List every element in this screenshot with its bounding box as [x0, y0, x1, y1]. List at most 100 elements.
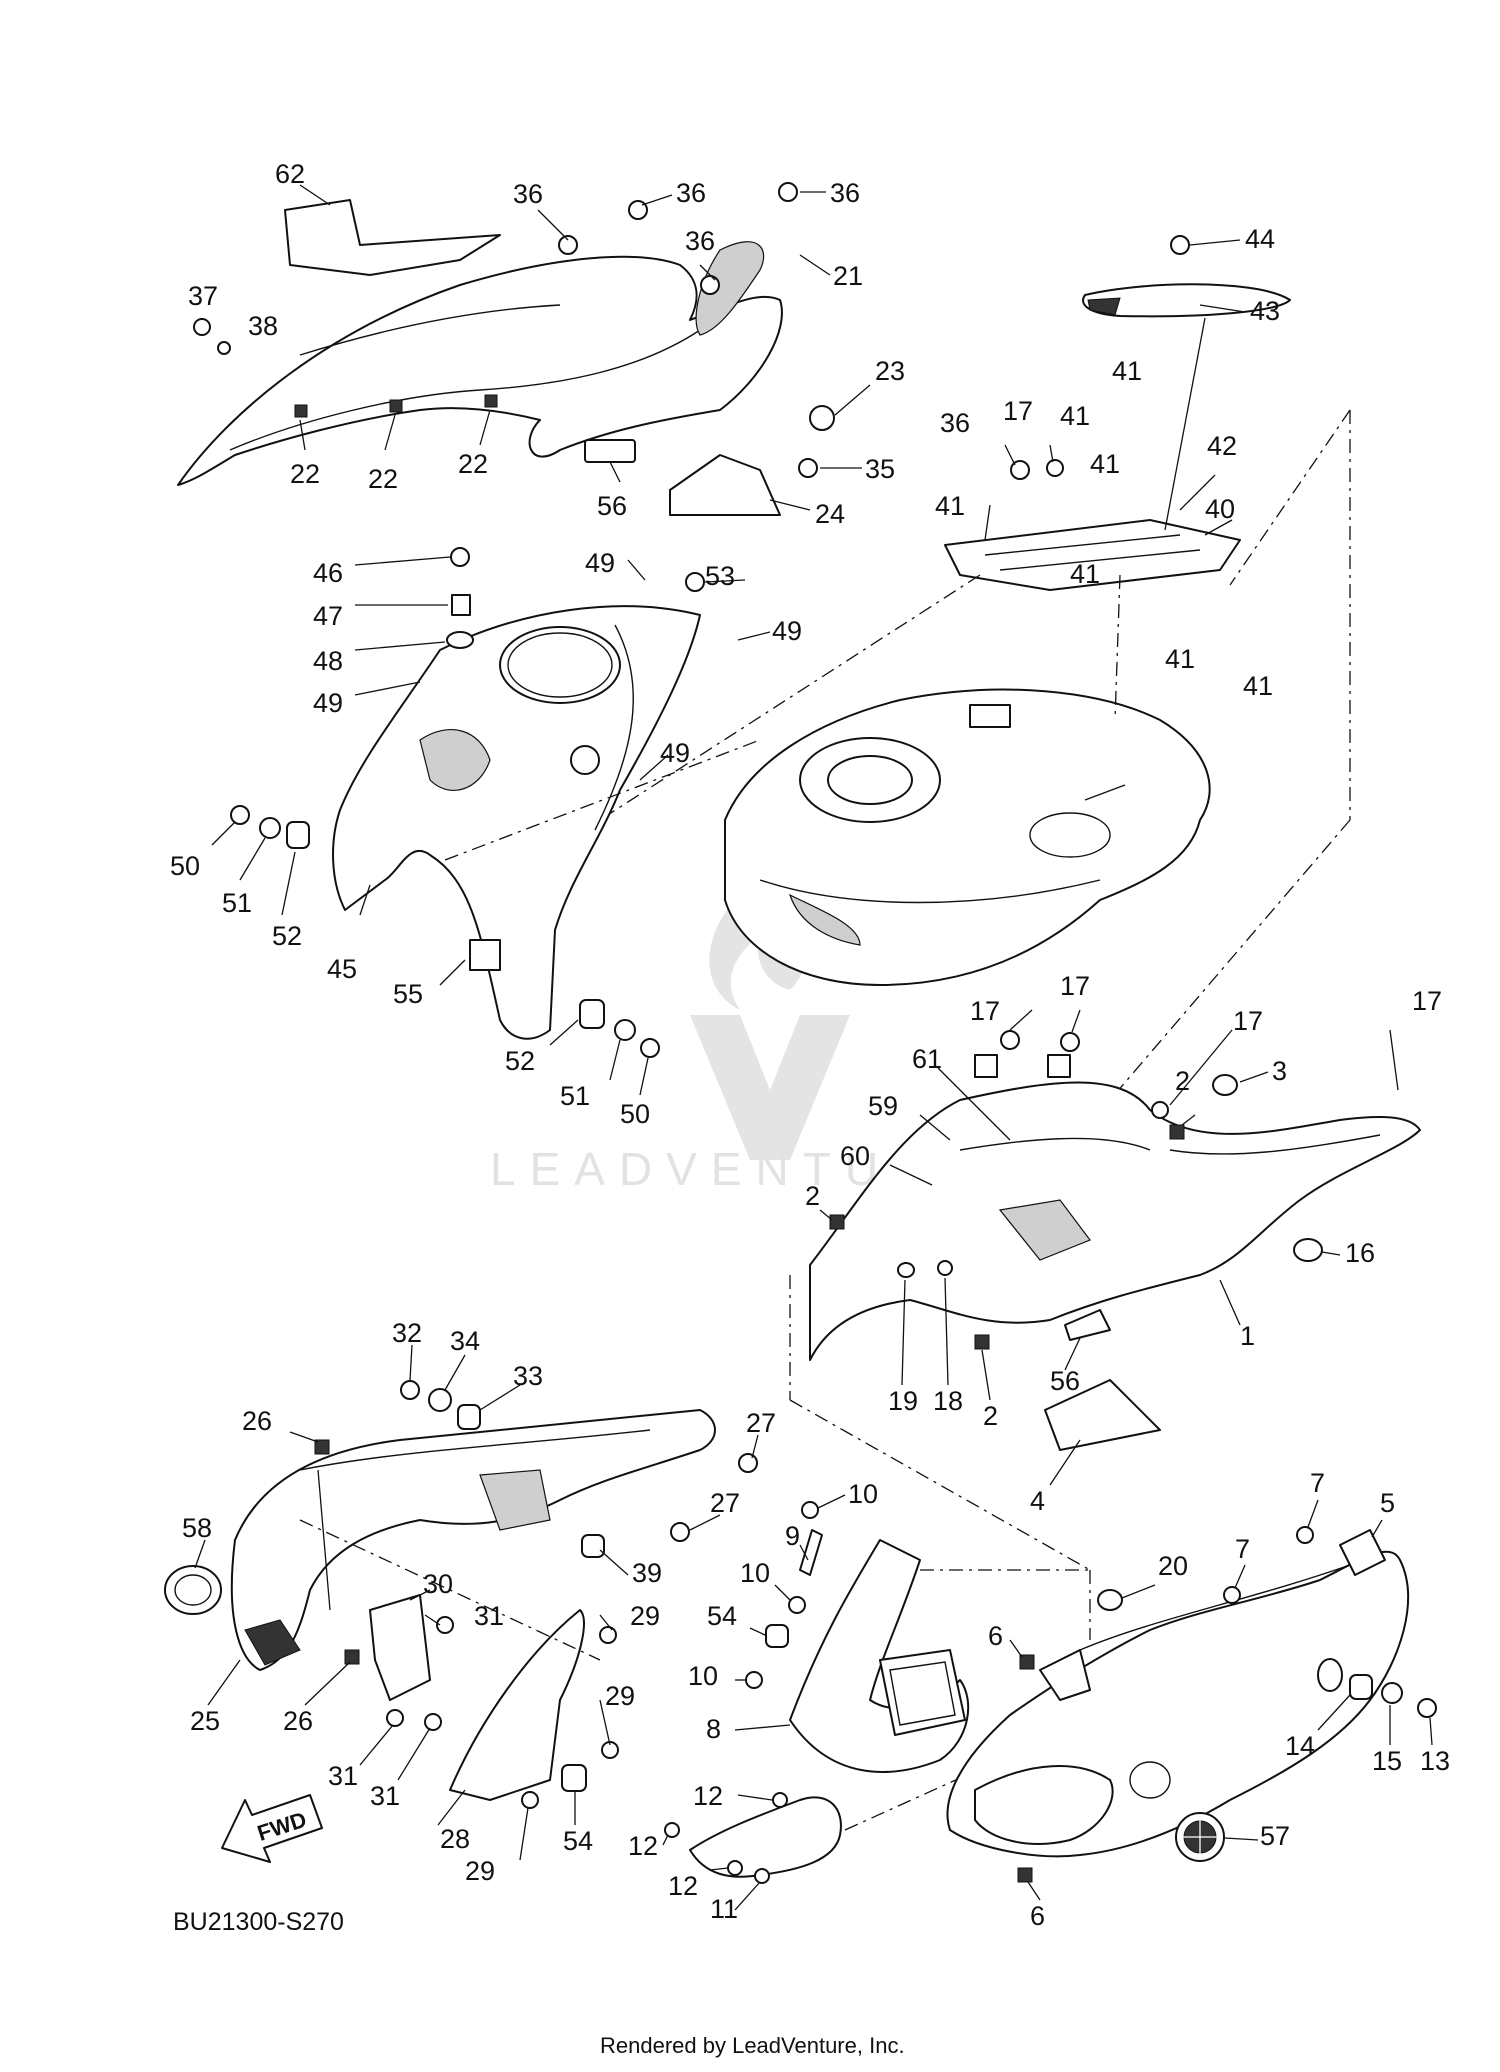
callout-15: 15 — [1372, 1746, 1402, 1776]
callout-58: 58 — [182, 1513, 212, 1543]
leader-lines-mid-left — [211, 556, 771, 1096]
callout-24: 24 — [815, 499, 845, 529]
callout-55: 55 — [393, 979, 423, 1009]
callout-42: 42 — [1207, 431, 1237, 461]
callout-49: 49 — [660, 738, 690, 768]
callout-12: 12 — [668, 1871, 698, 1901]
callout-10: 10 — [740, 1558, 770, 1588]
callout-11: 11 — [710, 1894, 738, 1924]
callout-41: 41 — [1112, 356, 1142, 386]
leader-tank-mount-2 — [1114, 574, 1121, 721]
callout-61: 61 — [912, 1044, 942, 1074]
callout-36: 36 — [676, 178, 706, 208]
callout-53: 53 — [705, 561, 735, 591]
callout-38: 38 — [248, 311, 278, 341]
inner-panel-group — [664, 1501, 970, 1884]
callout-49: 49 — [585, 548, 615, 578]
callout-41: 41 — [1165, 644, 1195, 674]
callout-13: 13 — [1420, 1746, 1450, 1776]
callout-44: 44 — [1245, 224, 1275, 254]
callout-22: 22 — [368, 464, 398, 494]
callout-26: 26 — [242, 1406, 272, 1436]
callout-4: 4 — [1030, 1486, 1045, 1516]
callout-10: 10 — [688, 1661, 718, 1691]
callout-14: 14 — [1285, 1731, 1315, 1761]
callout-17: 17 — [1412, 986, 1442, 1016]
lower-cowl-left-group — [164, 1380, 758, 1809]
callout-54: 54 — [563, 1826, 593, 1856]
lower-cowl-right-group — [946, 1526, 1437, 1883]
upper-cover-group — [177, 182, 835, 516]
callout-50: 50 — [620, 1099, 650, 1129]
callout-17: 17 — [1233, 1006, 1263, 1036]
diagram-code: BU21300-S270 — [173, 1908, 344, 1936]
callout-56: 56 — [597, 491, 627, 521]
callout-56: 56 — [1050, 1366, 1080, 1396]
callout-51: 51 — [560, 1081, 590, 1111]
callout-30: 30 — [423, 1569, 453, 1599]
callout-20: 20 — [1158, 1551, 1188, 1581]
callout-40: 40 — [1205, 494, 1235, 524]
callout-36: 36 — [830, 178, 860, 208]
callout-54: 54 — [707, 1601, 737, 1631]
leader-lines-bottom-right — [1009, 1499, 1433, 1901]
callout-29: 29 — [465, 1856, 495, 1886]
callout-41: 41 — [935, 491, 965, 521]
fwd-arrow-icon: FWD — [221, 1794, 323, 1863]
callout-27: 27 — [710, 1488, 740, 1518]
callout-47: 47 — [313, 601, 343, 631]
side-cover-right-group — [809, 1030, 1421, 1451]
fuel-tank — [724, 688, 1211, 986]
callout-27: 27 — [746, 1408, 776, 1438]
leader-lines-bottom-mid — [662, 1494, 1091, 1911]
leader-lines-mid-right — [789, 1009, 1399, 1571]
callout-7: 7 — [1310, 1468, 1325, 1498]
callout-50: 50 — [170, 851, 200, 881]
callout-43: 43 — [1250, 296, 1280, 326]
callout-2: 2 — [1175, 1066, 1190, 1096]
callout-8: 8 — [706, 1714, 721, 1744]
tank-top-cover-group — [944, 235, 1291, 591]
leader-lines-top-right — [984, 239, 1351, 1101]
credit-line: Rendered by LeadVenture, Inc. — [600, 2033, 905, 2058]
callout-22: 22 — [458, 449, 488, 479]
callout-57: 57 — [1260, 1821, 1290, 1851]
callout-17: 17 — [1060, 971, 1090, 1001]
callout-18: 18 — [933, 1386, 963, 1416]
callout-12: 12 — [628, 1831, 658, 1861]
callout-31: 31 — [474, 1601, 504, 1631]
callout-59: 59 — [868, 1091, 898, 1121]
callout-45: 45 — [327, 954, 357, 984]
callout-23: 23 — [875, 356, 905, 386]
callout-25: 25 — [190, 1706, 220, 1736]
callout-41: 41 — [1243, 671, 1273, 701]
callout-41: 41 — [1090, 449, 1120, 479]
callout-17: 17 — [1003, 396, 1033, 426]
callout-36: 36 — [685, 226, 715, 256]
callout-26: 26 — [283, 1706, 313, 1736]
callout-16: 16 — [1345, 1238, 1375, 1268]
callout-22: 22 — [290, 459, 320, 489]
callout-29: 29 — [630, 1601, 660, 1631]
callout-52: 52 — [272, 921, 302, 951]
callout-41: 41 — [1070, 559, 1100, 589]
callout-5: 5 — [1380, 1488, 1395, 1518]
callout-28: 28 — [440, 1824, 470, 1854]
leader-lines-top-left — [299, 184, 871, 511]
callout-19: 19 — [888, 1386, 918, 1416]
callout-39: 39 — [632, 1558, 662, 1588]
callout-35: 35 — [865, 454, 895, 484]
tank-cover-group — [230, 547, 705, 1058]
callout-52: 52 — [505, 1046, 535, 1076]
callout-41: 41 — [1060, 401, 1090, 431]
callout-31: 31 — [370, 1781, 400, 1811]
callout-31: 31 — [328, 1761, 358, 1791]
callout-3: 3 — [1272, 1056, 1287, 1086]
callout-12: 12 — [693, 1781, 723, 1811]
callout-48: 48 — [313, 646, 343, 676]
callout-29: 29 — [605, 1681, 635, 1711]
callout-6: 6 — [988, 1621, 1003, 1651]
callout-10: 10 — [848, 1479, 878, 1509]
callout-33: 33 — [513, 1361, 543, 1391]
